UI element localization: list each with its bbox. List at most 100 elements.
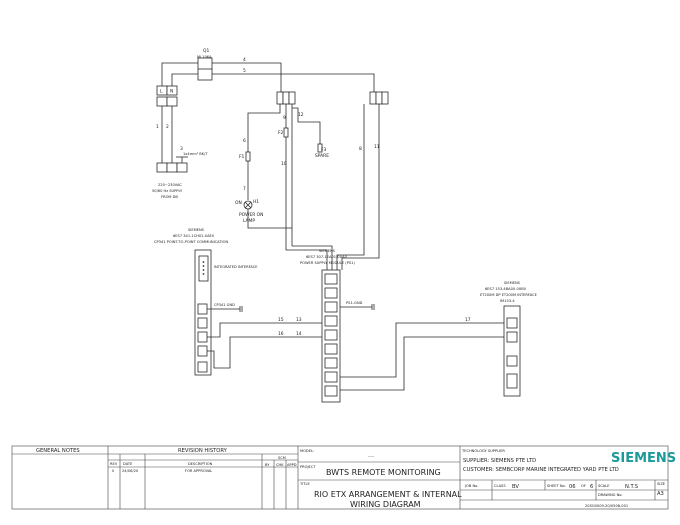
wire-label-10: 10 — [281, 161, 287, 167]
wire-8 — [336, 104, 365, 270]
fuse-f2-label: F2 — [278, 130, 284, 136]
class-label: CLASS — [494, 484, 506, 488]
wire-label-14: 14 — [296, 331, 302, 337]
et200m-vendor: SIEMENS — [504, 281, 521, 285]
integrated-interface-label: INTEGRATED INTERFACE — [214, 265, 258, 269]
job-no-label: JOB No. — [464, 484, 478, 488]
fuse-f1-label: F1 — [239, 154, 245, 160]
psu-vendor: SIEMENS — [319, 249, 336, 253]
wire-18 — [340, 336, 504, 391]
wire-label-17: 17 — [465, 317, 471, 323]
sheet-no-value: 06 — [569, 484, 576, 490]
cp341-description: CP341 POINT-TO-POINT COMMUNICATION — [154, 240, 228, 244]
fuse-f3-label: F3 — [321, 147, 327, 153]
scm-column-header: SCM — [278, 456, 286, 460]
wire-12 — [292, 107, 321, 144]
cp341-order-no: 6ES7 341-1CH02-0AE0 — [173, 234, 215, 238]
wire-ps1-gnd — [340, 304, 373, 310]
lamp-subtitle: LAMP — [243, 218, 255, 224]
wire-4 — [212, 62, 282, 92]
drawing-no-value: 20SG0009-20/0508-001 — [585, 504, 628, 508]
wire-label-1: 1 — [156, 124, 159, 130]
sheet-total-value: 6 — [590, 484, 593, 490]
size-value: A3 — [657, 491, 664, 497]
siemens-logo: SIEMENS — [611, 451, 676, 466]
wire-label-9: 9 — [283, 115, 286, 121]
wire-label-8: 8 — [359, 146, 362, 152]
et200m-order-no: 6ES7 153-4BA00-0XB0 — [485, 287, 527, 291]
psu-module: SIEMENS 6ES7 307-1EA01-0AA0 POWER SUPPLY… — [300, 249, 355, 403]
wire-label-11: 11 — [374, 144, 380, 150]
sheet-no-label: SHEET No. — [547, 484, 566, 488]
wire-label-15: 15 — [278, 317, 284, 323]
sheet-of-label: OF — [581, 484, 586, 488]
wire-label-4: 4 — [243, 57, 246, 63]
wire-n-feed — [171, 73, 198, 86]
revision-history-heading: REVISION HISTORY — [178, 448, 228, 454]
psu-description: POWER SUPPLY MODULE (PS1) — [300, 261, 355, 265]
model-value: ----- — [368, 454, 375, 458]
description-column-header: DESCRIPTION — [188, 462, 213, 466]
wire-label-7: 7 — [243, 186, 246, 192]
cp341-module: SIEMENS 6ES7 341-1CH02-0AE0 CP341 POINT-… — [154, 228, 258, 376]
wire-lamp-return — [247, 209, 292, 229]
cable-spec: 1x4mm² BK/T — [183, 152, 208, 156]
wire-label-3: 3 — [180, 146, 183, 152]
wire-cp341-gnd — [207, 306, 241, 312]
drawing-no-label: DRAWING No. — [598, 493, 623, 497]
psu-order-no: 6ES7 307-1EA01-0AA0 — [306, 255, 348, 259]
wire-11 — [341, 104, 380, 270]
appd-column-header: APPD — [287, 463, 297, 467]
fuse-f2 — [283, 127, 289, 138]
date-column-header: DATE — [123, 462, 133, 466]
spare-label: SPARE — [315, 153, 329, 159]
lamp-h1: H1 ON POWER ON LAMP — [235, 199, 263, 224]
title-block: GENERAL NOTES REVISION HISTORY REV DATE … — [11, 445, 676, 510]
date-value: 24/06/20 — [122, 469, 139, 473]
project-value: BWTS REMOTE MONITORING — [326, 468, 441, 477]
scale-value: N.T.S — [625, 484, 638, 490]
supplier-name: SUPPLIER: SIEMENS PTE LTD — [463, 458, 536, 464]
wire-label-12: 12 — [298, 112, 304, 118]
fuse-f3 — [317, 143, 323, 153]
et200m-description: ET200M DP ET200M INTERFACE — [480, 293, 538, 297]
rev-value: 0 — [112, 469, 115, 473]
scale-label: SCALE — [598, 484, 610, 488]
project-label: PROJECT — [300, 465, 316, 469]
rev-column-header: REV — [110, 462, 118, 466]
supply-source: FROM DB — [161, 195, 178, 199]
et200m-module: SIEMENS 6ES7 153-4BA00-0XB0 ET200M DP ET… — [480, 281, 538, 397]
supply-voltage: 220~230VAC — [158, 183, 182, 187]
wire-6 — [247, 104, 281, 152]
description-value: FOR APPROVAL — [185, 469, 212, 473]
model-label: MODEL: — [300, 449, 314, 453]
wire-l-feed — [161, 62, 198, 86]
technology-supplier-label: TECHNOLOGY SUPPLIER — [461, 449, 505, 453]
size-label: SIZE — [657, 482, 666, 486]
terminal-n: N — [170, 89, 173, 95]
wire-label-5: 5 — [243, 68, 246, 74]
customer-name: CUSTOMER: SEMBCORP MARINE INTEGRATED YAR… — [463, 467, 619, 473]
terminal-l-n: L N — [156, 85, 178, 107]
wire-10 — [285, 137, 328, 270]
breaker-q1: Q1 MI 10KA — [197, 48, 213, 81]
wire-16 — [207, 336, 322, 369]
class-value: BV — [512, 484, 519, 490]
by-column-header: BY — [265, 463, 270, 467]
wire-15 — [207, 322, 322, 338]
lamp-tag: H1 — [253, 199, 259, 205]
cp341-gnd-label: CP341 GND — [214, 303, 235, 307]
cp341-vendor: SIEMENS — [188, 228, 205, 232]
wire-17 — [340, 322, 504, 378]
wire-label-16: 16 — [278, 331, 284, 337]
terminal-l: L — [160, 89, 163, 95]
wire-label-13: 13 — [296, 317, 302, 323]
fuse-terminal-block — [276, 91, 389, 105]
breaker-rating: MI 10KA — [197, 55, 212, 59]
drawing-title-line-2: WIRING DIAGRAM — [350, 500, 421, 509]
fuse-f1 — [245, 151, 251, 162]
supply-frequency: 50/60 Hz SUPPLY — [152, 189, 183, 193]
general-notes-heading: GENERAL NOTES — [36, 448, 80, 454]
